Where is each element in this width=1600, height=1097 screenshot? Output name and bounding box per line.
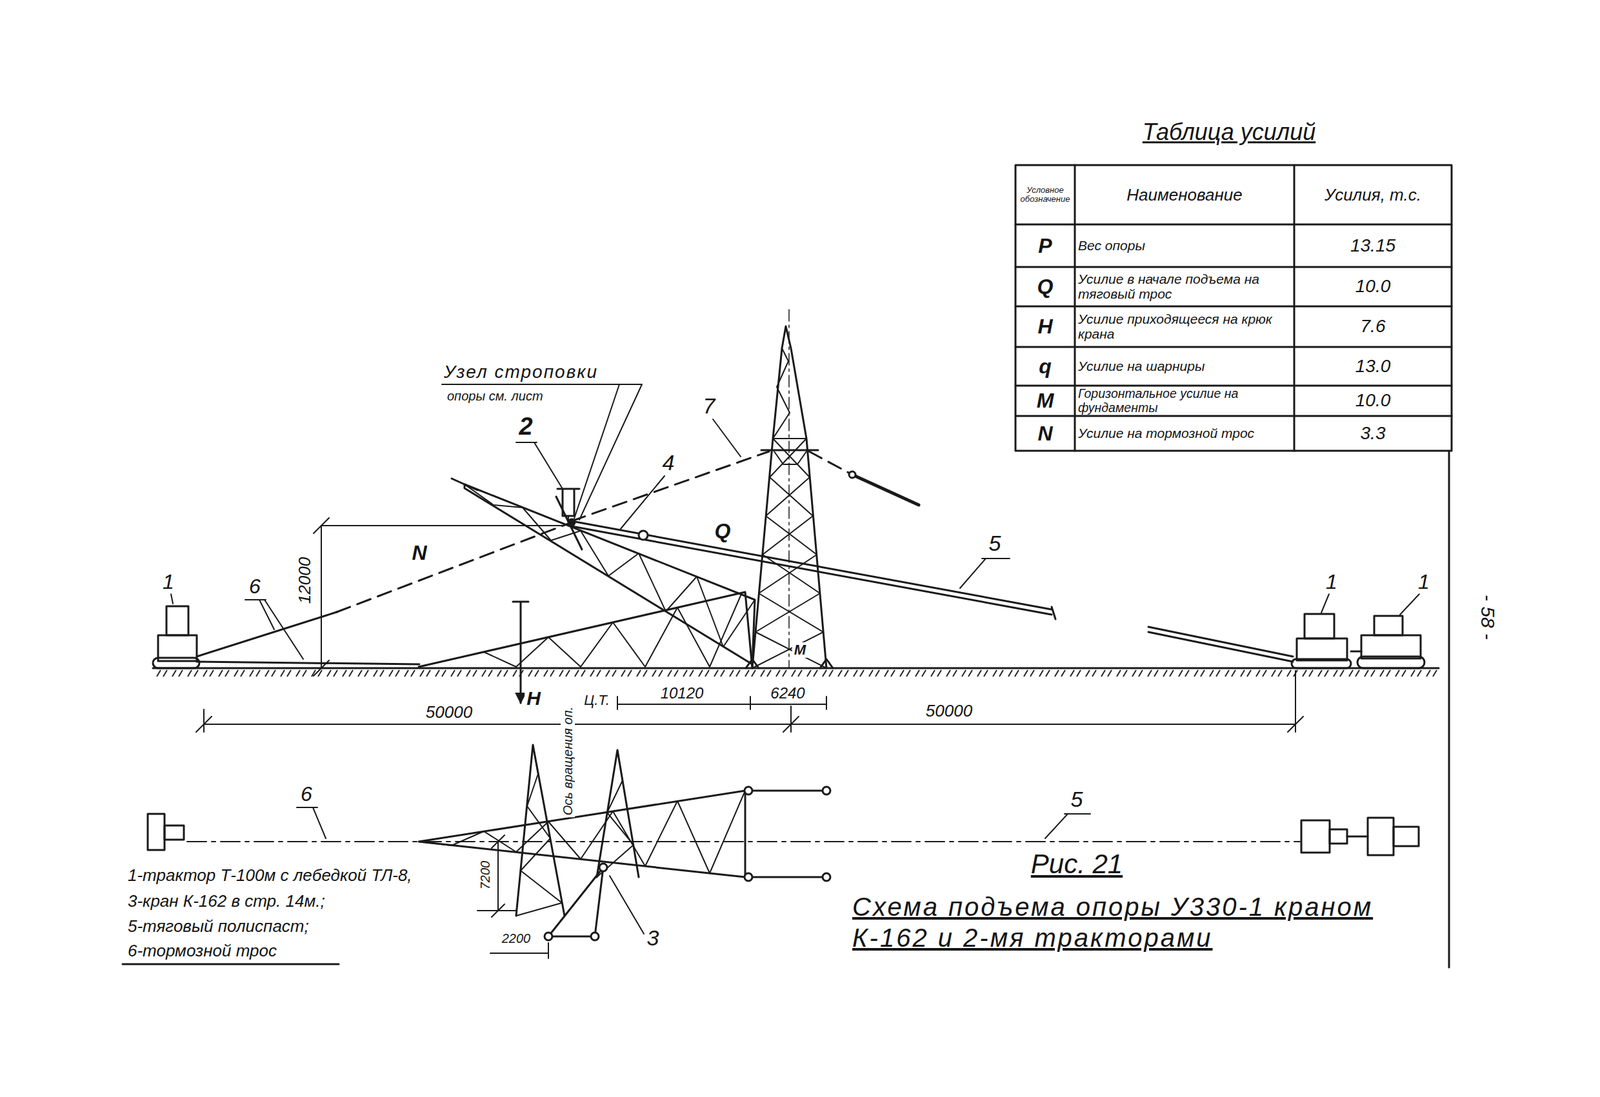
force-name: Усилие в начале подъема на тяговый трос: [1078, 272, 1291, 302]
callout-number: 5: [1069, 787, 1086, 812]
force-symbol: P: [1018, 234, 1072, 258]
center-of-gravity-mark: Ц.Т.: [581, 692, 612, 709]
dimension: 7200: [478, 859, 493, 893]
dimension: 12000: [295, 555, 315, 606]
ground-line: [152, 668, 1439, 678]
force-value: 10.0: [1297, 390, 1449, 411]
force-value: 10.0: [1297, 276, 1449, 297]
callout-number: 3: [645, 926, 662, 951]
force-symbol: H: [524, 687, 543, 710]
force-value: 13.15: [1297, 236, 1449, 256]
callout-number: 4: [660, 450, 677, 475]
force-symbol: Q: [1018, 275, 1072, 299]
page-number: - 58 -: [1477, 592, 1499, 642]
callout-number: 5: [987, 531, 1004, 556]
pulling-tackle: [571, 521, 1293, 662]
force-value: 7.6: [1297, 316, 1449, 337]
legend-note: 6-тормозной трос: [125, 941, 279, 961]
force-name: Усилие на шарниры: [1078, 359, 1291, 375]
legend-note: 3-кран К-162 в стр. 14м.;: [125, 892, 328, 911]
axis-note: Ось вращения оп.: [560, 705, 575, 819]
callout-number: 6: [247, 575, 263, 599]
force-table-grid: [1015, 165, 1452, 451]
legend-note: 1-трактор Т-100м с лебедкой ТЛ-8,: [125, 866, 415, 886]
dimension: 50000: [423, 703, 475, 722]
dimension: 10120: [658, 685, 706, 702]
force-name: Вес опоры: [1078, 238, 1291, 254]
force-symbol: N: [1018, 422, 1072, 446]
callout-note: Узел строповки: [441, 362, 600, 383]
table-header: Условное обозначение: [1018, 185, 1072, 204]
force-value: 13.0: [1297, 356, 1449, 377]
callout-number: 1: [1323, 570, 1340, 594]
dimension-lines: [196, 670, 1304, 733]
force-name: Усилие приходящееся на крюк крана: [1078, 312, 1291, 342]
force-symbol: H: [1018, 315, 1072, 339]
dimension: 2200: [500, 931, 533, 946]
legend-underline: [122, 963, 339, 966]
crane-hook-symbol: [557, 489, 580, 522]
lying-tower: [418, 592, 753, 669]
force-symbol: Q: [712, 520, 733, 543]
brake-rope: [196, 522, 572, 665]
force-symbol: N: [409, 541, 429, 565]
legend-note: 5-тяговый полиспаст;: [125, 917, 311, 937]
height-dimension: [313, 518, 563, 677]
force-symbol: M: [1018, 389, 1072, 413]
table-title: Таблица усилий: [1140, 119, 1318, 146]
dimension: 50000: [923, 701, 975, 721]
dimension: 6240: [768, 685, 807, 702]
callout-number: 2: [516, 413, 535, 441]
plan-view: [147, 745, 1419, 959]
force-name: Горизонтальное усилие на фундаменты: [1078, 387, 1291, 415]
lifted-tower: [451, 478, 755, 665]
callout-note: опоры см. лист: [445, 389, 546, 404]
table-header: Усилия, т.с.: [1297, 185, 1449, 204]
force-value: 3.3: [1297, 423, 1449, 444]
figure-caption: Схема подъема опоры У330-1 краном К-162 …: [852, 891, 1433, 954]
sheet-border: [1448, 451, 1451, 968]
standing-tower: [745, 309, 833, 669]
tractor-symbol: [1291, 614, 1425, 669]
callout-number: 7: [701, 394, 718, 419]
rope-7: [571, 451, 919, 522]
leader-lines: [170, 384, 1420, 935]
callout-number: 1: [1416, 570, 1432, 594]
force-name: Усилие на тормозной трос: [1078, 426, 1291, 442]
table-header: Наименование: [1078, 185, 1291, 204]
callout-number: 6: [298, 783, 315, 806]
figure-number: Рис. 21: [1029, 849, 1125, 880]
force-symbol: M: [792, 642, 808, 659]
force-symbol: q: [1018, 355, 1072, 379]
callout-number: 1: [160, 570, 177, 594]
tractor-symbol: [152, 606, 200, 669]
